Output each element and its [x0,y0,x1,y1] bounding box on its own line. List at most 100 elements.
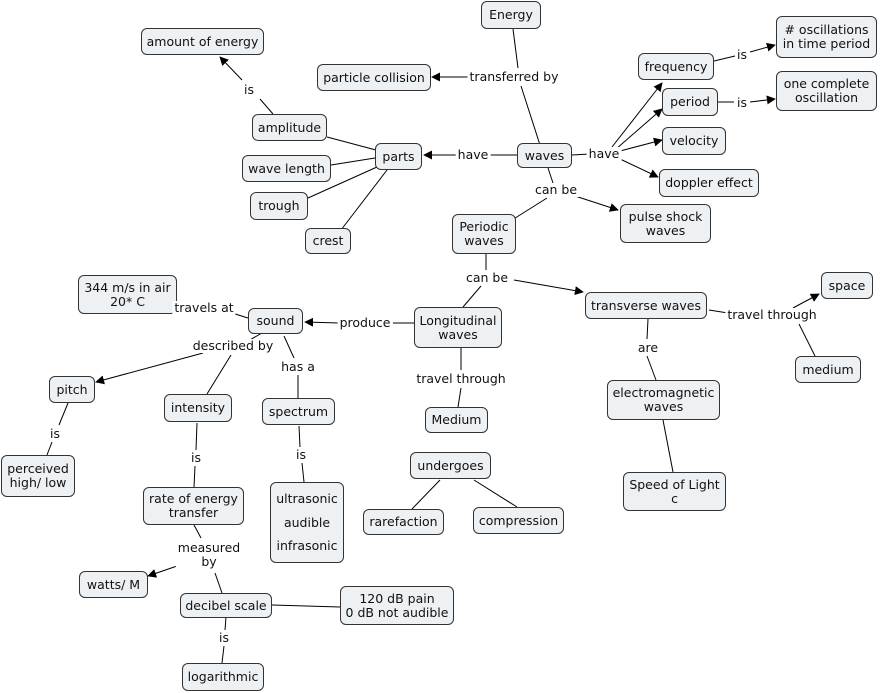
node-intensity[interactable]: intensity [164,394,232,422]
label-transferred-by: transferred by [467,69,561,84]
node-perceived-high-low[interactable]: perceived high/ low [1,455,75,497]
label-is-intensity: is [189,450,203,465]
node-transverse-waves[interactable]: transverse waves [585,292,707,319]
label-travel-through-longitudinal: travel through [414,371,508,386]
arrow-to-period [615,108,663,150]
arrow-to-transverse [513,279,584,296]
label-is-frequency: is [735,47,749,62]
link-undergoes-compression [473,479,518,508]
link-parts-trough [307,166,378,199]
label-described-by: described by [190,338,276,353]
arrow-to-frequency [611,82,663,148]
link-waves-transferred [520,85,541,146]
link-frequency-is [713,55,736,62]
label-are: are [635,340,661,355]
node-pulse-shock-waves[interactable]: pulse shock waves [620,204,711,243]
label-travel-through-transverse: travel through [725,307,819,322]
node-doppler-effect[interactable]: doppler effect [659,169,759,197]
node-electromagnetic-waves[interactable]: electromagnetic waves [607,380,720,420]
node-amount-of-energy[interactable]: amount of energy [141,28,264,55]
link-spectrum-is [298,425,301,448]
node-velocity[interactable]: velocity [662,127,726,155]
link-measured-decibel [214,572,223,594]
node-logarithmic[interactable]: logarithmic [182,663,264,691]
arrow-to-sound [304,317,340,327]
node-period[interactable]: period [662,88,718,116]
link-parts-wavelength [330,157,376,166]
link-travel-medium [457,387,462,408]
node-watts-m[interactable]: watts/ M [79,571,148,598]
label-is-period: is [735,95,749,110]
link-undergoes-rarefaction [411,479,441,510]
node-waves[interactable]: waves [517,143,572,168]
node-sound[interactable]: sound [248,308,303,334]
label-have-parts: have [455,147,491,162]
node-longitudinal-waves[interactable]: Longitudinal waves [414,307,502,348]
node-wave-length[interactable]: wave length [242,155,331,182]
node-speed-in-air[interactable]: 344 m/s in air 20* C [78,275,177,314]
link-are-electromagnetic [646,355,657,381]
arrow-to-velocity [619,137,663,152]
link-energy-transferred [512,28,519,69]
label-can-be-waves: can be [532,182,580,197]
node-periodic-waves[interactable]: Periodic waves [452,214,516,254]
node-frequency[interactable]: frequency [638,53,714,80]
arrow-to-space [792,293,820,309]
node-spectrum[interactable]: spectrum [262,398,335,425]
link-travel-medium-lower [798,323,816,357]
node-rate-of-energy-transfer[interactable]: rate of energy transfer [143,487,244,525]
node-particle-collision[interactable]: particle collision [317,64,431,91]
node-rarefaction[interactable]: rarefaction [363,509,444,535]
arrow-to-amount-of-energy [219,56,243,81]
link-transverse-travel [708,309,729,314]
link-rate-measured [193,524,202,539]
arrow-to-pulse [571,194,619,212]
link-is-types [301,462,305,483]
node-medium-upper[interactable]: Medium [425,407,488,433]
link-canbe-periodic [511,197,548,221]
link-is-logarithmic [221,645,225,664]
node-compression[interactable]: compression [473,507,564,534]
node-spectrum-types[interactable]: ultrasonic audible infrasonic [270,482,344,563]
label-measured-by: measured by [175,540,243,569]
arrow-to-oscillations [749,42,776,53]
node-oscillations-in-time-period[interactable]: # oscillations in time period [776,16,877,58]
link-is-rate [193,465,196,488]
label-have-properties: have [586,146,622,161]
arrow-to-one-oscillation [749,95,776,105]
link-pitch-is [58,402,69,426]
node-space[interactable]: space [821,272,873,299]
label-can-be-periodic: can be [463,270,511,285]
arrow-to-watts [147,564,181,578]
link-described-intensity [206,354,232,395]
node-one-complete-oscillation[interactable]: one complete oscillation [776,71,877,111]
link-canbe-longitudinal [462,285,482,308]
link-decibel-range [271,604,341,608]
node-pitch[interactable]: pitch [49,376,95,403]
label-is-pitch: is [48,426,62,441]
node-medium-lower[interactable]: medium [795,356,861,383]
node-crest[interactable]: crest [305,228,351,254]
node-undergoes[interactable]: undergoes [410,452,491,479]
link-parts-crest [340,169,388,231]
label-produce: produce [337,315,393,330]
node-energy[interactable]: Energy [481,1,541,29]
link-waves-canbe [547,167,554,184]
node-parts[interactable]: parts [375,143,422,170]
node-db-range[interactable]: 120 dB pain 0 dB not audible [340,586,454,625]
label-travels-at: travels at [172,300,236,315]
label-is-spectrum: is [294,447,308,462]
link-decibel-is [224,616,227,631]
link-intensity-is [195,422,198,451]
label-has-a: has a [279,359,317,374]
node-decibel-scale[interactable]: decibel scale [180,593,272,618]
node-amplitude[interactable]: amplitude [252,114,327,141]
arrow-to-doppler [619,158,659,178]
link-electromagnetic-speed [662,419,674,473]
node-trough[interactable]: trough [250,192,308,220]
link-amplitude-is [259,98,274,115]
node-speed-of-light[interactable]: Speed of Light c [623,472,726,511]
link-transverse-are [646,318,649,340]
